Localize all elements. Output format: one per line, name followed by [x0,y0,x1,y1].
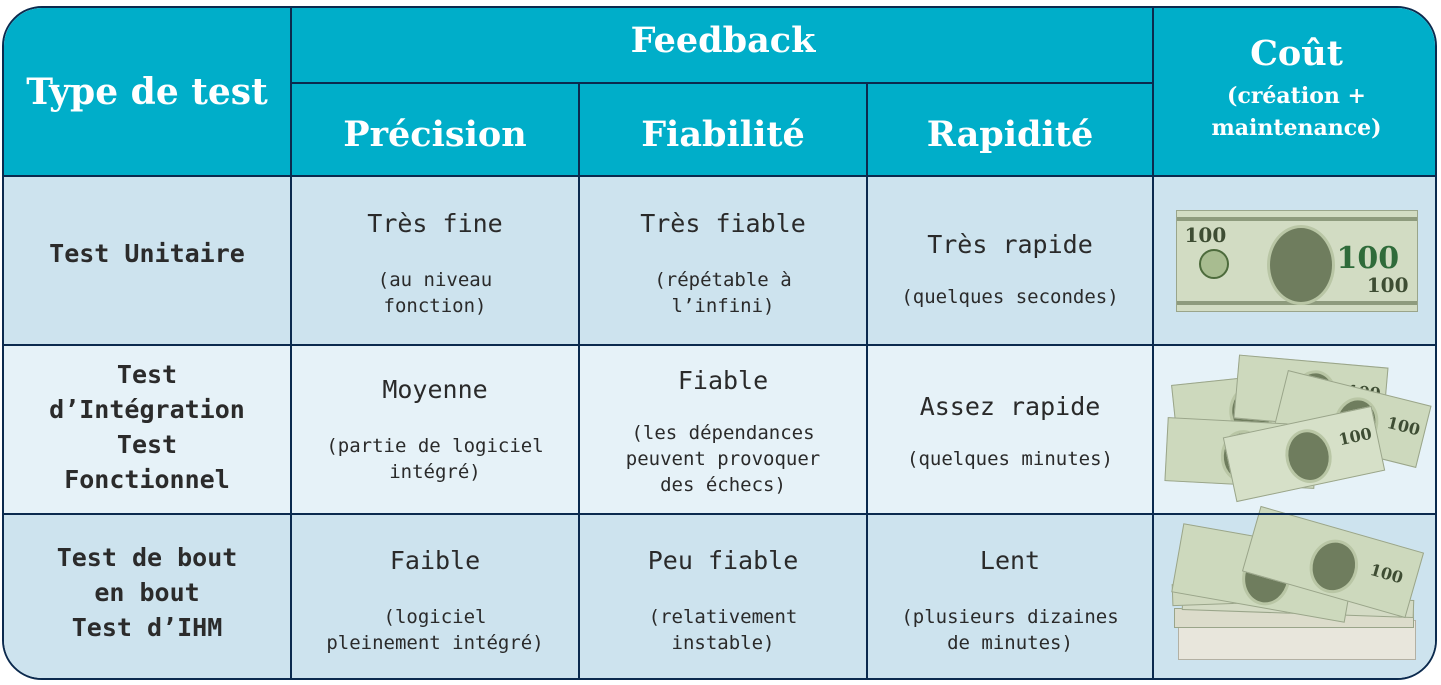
cout-sub-1: (création + [1227,83,1366,109]
rapidite-detail: (quelques secondes) [901,285,1119,308]
type-de-test-label: Type de test [26,70,268,113]
row-3-label: Test de bout en bout Test d’IHM [4,515,290,678]
comparison-table: Type de test Feedback Précision Fiabilit… [2,6,1437,680]
row-label-line: Test d’IHM [71,613,223,642]
divider [578,84,580,678]
divider [290,8,292,678]
fiabilite-value: Peu fiable [647,545,799,575]
precision-value: Faible [389,545,481,575]
header-type-de-test: Type de test [4,8,290,175]
row-label-line: Test Unitaire [49,239,245,268]
fiabilite-value: Fiable [677,365,769,395]
row-2-rapidite: Assez rapide (quelques minutes) [868,346,1152,513]
divider [292,82,1154,84]
divider [1152,8,1154,678]
header-precision: Précision [292,84,578,175]
header-fiabilite: Fiabilité [580,84,866,175]
row-2-cost: 100 100 100 100 100 [1154,346,1435,513]
row-label-line: en bout [94,578,200,607]
feedback-label: Feedback [630,20,816,61]
rapidite-value: Lent [979,545,1041,575]
rapidite-detail: (quelques minutes) [907,447,1113,470]
header-feedback: Feedback [292,8,1154,82]
row-label-line: Test [116,429,178,459]
fiabilite-value: Très fiable [640,208,806,238]
row-label-line: Test [116,359,178,389]
rapidite-value: Très rapide [927,229,1093,259]
divider [4,344,1435,346]
row-label-line: d’Intégration [49,394,245,424]
divider [4,513,1435,515]
row-3-cost: 100 100 [1154,505,1435,678]
row-label-line: Test de bout [56,543,238,572]
divider [866,84,868,678]
precision-value: Très fine [367,208,503,238]
cout-sub-2: maintenance) [1211,115,1382,141]
row-2-label: Test d’Intégration Test Fonctionnel [4,346,290,513]
rapidite-label: Rapidité [926,114,1094,155]
row-1-cost: 100 100 100 [1154,177,1435,344]
cout-label: Coût [1250,33,1343,74]
several-dollar-bills-image: 100 100 100 100 100 [1163,354,1432,505]
fiabilite-label: Fiabilité [641,114,805,155]
header-rapidite: Rapidité [868,84,1152,175]
rapidite-value: Assez rapide [919,391,1101,421]
precision-label: Précision [343,114,527,155]
single-dollar-bill-image: 100 100 100 [1175,209,1418,312]
row-label-line: Fonctionnel [64,464,230,494]
stack-of-dollar-bills-image: 100 100 [1170,505,1424,674]
row-1-rapidite: Très rapide (quelques secondes) [868,177,1152,344]
row-1-label: Test Unitaire [4,177,290,344]
divider [4,175,1435,177]
precision-value: Moyenne [382,374,488,404]
header-cout: Coût (création + maintenance) [1154,8,1435,175]
